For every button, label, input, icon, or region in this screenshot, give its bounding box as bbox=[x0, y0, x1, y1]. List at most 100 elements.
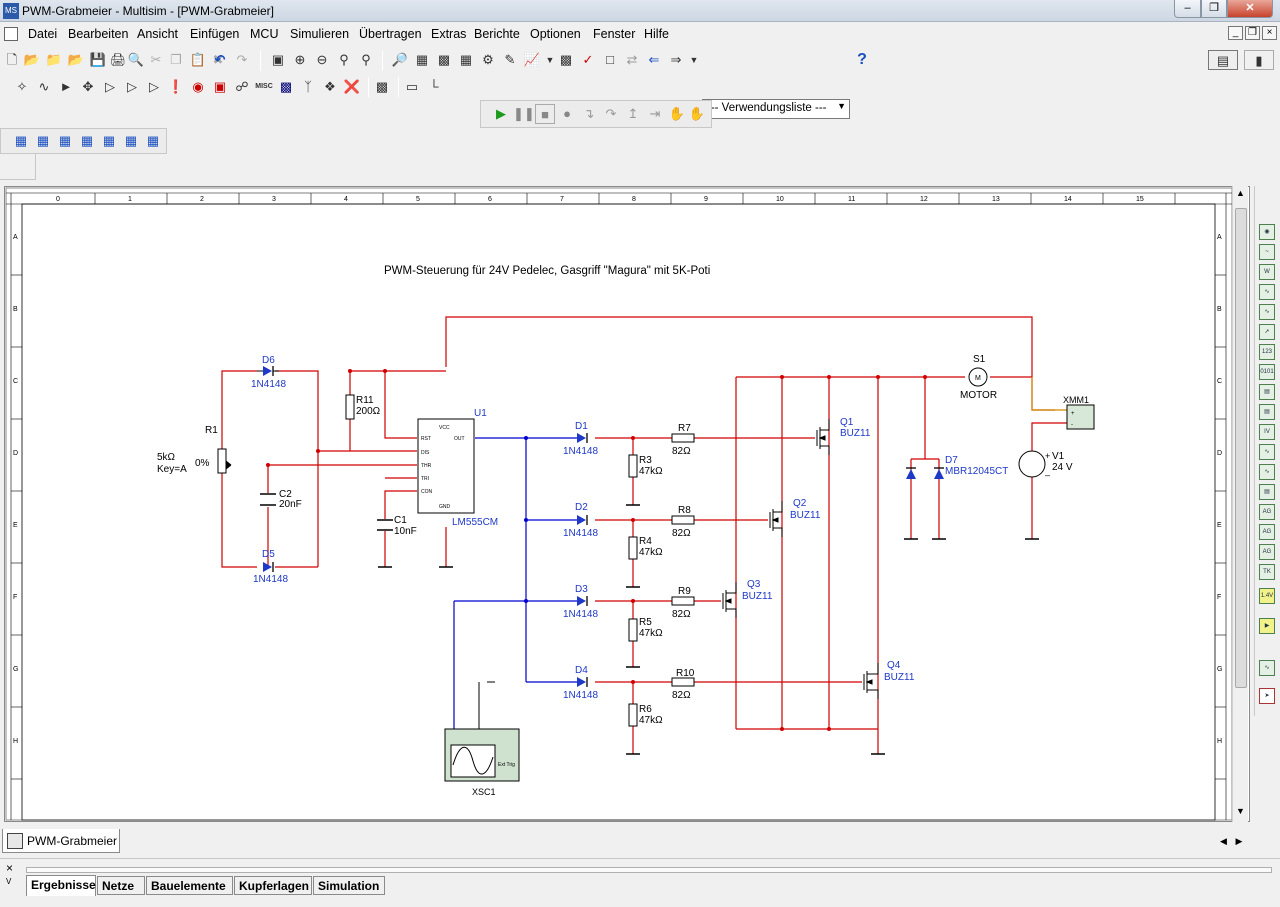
usage-list-select[interactable]: --- Verwendungsliste --- ▼ bbox=[702, 99, 850, 119]
run-to-cursor-icon[interactable]: ⇥ bbox=[649, 106, 661, 121]
tab-netze[interactable]: Netze bbox=[97, 876, 145, 895]
spectrum-analyzer-icon[interactable]: ∿ bbox=[1259, 464, 1275, 480]
graphic-icon-1[interactable]: ▦ bbox=[14, 133, 28, 148]
menu-uebertragen[interactable]: Übertragen bbox=[359, 27, 422, 41]
graphic-icon-7[interactable]: ▦ bbox=[146, 133, 160, 148]
spreadsheet-icon[interactable]: ▩ bbox=[437, 52, 451, 67]
close-panel-icon[interactable]: × bbox=[6, 861, 14, 875]
menu-mcu[interactable]: MCU bbox=[250, 27, 279, 41]
scroll-down-icon[interactable]: ▼ bbox=[1236, 806, 1245, 816]
help-icon[interactable]: ? bbox=[857, 51, 867, 68]
mdi-minimize-button[interactable]: _ bbox=[1228, 26, 1243, 40]
print-icon[interactable]: 🖨 bbox=[109, 52, 127, 67]
stop-icon[interactable]: ■ bbox=[535, 104, 555, 124]
measurement-probe-icon[interactable]: 1.4V bbox=[1259, 588, 1275, 604]
multimeter-icon[interactable]: ◉ bbox=[1259, 224, 1275, 240]
zoom-in-icon[interactable]: ⊕ bbox=[294, 52, 306, 67]
menu-extras[interactable]: Extras bbox=[431, 27, 467, 41]
minimize-button[interactable]: – bbox=[1174, 0, 1201, 18]
misc-icon[interactable]: ☍ bbox=[235, 79, 249, 94]
ttl-icon[interactable]: ▷ bbox=[127, 79, 137, 94]
logic-converter-icon[interactable]: ▤ bbox=[1259, 404, 1275, 420]
close-button[interactable]: ✕ bbox=[1227, 0, 1273, 18]
mixed-icon[interactable]: ❗ bbox=[167, 79, 185, 94]
electromechanical-icon[interactable]: ❖ bbox=[324, 79, 336, 94]
oscilloscope-icon[interactable]: ∿ bbox=[1259, 284, 1275, 300]
mdi-close-button[interactable]: × bbox=[1262, 26, 1277, 40]
scroll-left-icon[interactable]: ◀ bbox=[1220, 836, 1227, 846]
pause-icon[interactable]: ❚❚ bbox=[513, 106, 535, 121]
database-icon[interactable]: ⚙ bbox=[482, 52, 494, 67]
source-icon[interactable]: ✧ bbox=[16, 79, 28, 94]
zoom-out-icon[interactable]: ⊖ bbox=[316, 52, 328, 67]
menu-bearbeiten[interactable]: Bearbeiten bbox=[68, 27, 129, 41]
dropdown-arrow-icon[interactable]: ▼ bbox=[689, 55, 699, 65]
mdi-restore-button[interactable]: ❐ bbox=[1245, 26, 1260, 40]
menu-optionen[interactable]: Optionen bbox=[530, 27, 581, 41]
frequency-counter-icon[interactable]: 123 bbox=[1259, 344, 1275, 360]
graphic-icon-3[interactable]: ▦ bbox=[58, 133, 72, 148]
ni-tool-icon[interactable]: ▮ bbox=[1244, 50, 1274, 70]
mcu-icon[interactable]: ❌ bbox=[343, 79, 361, 94]
zoom-area-icon[interactable]: ⚲ bbox=[339, 52, 349, 67]
misc-text-icon[interactable]: MISC bbox=[255, 83, 273, 90]
menu-einfuegen[interactable]: Einfügen bbox=[190, 27, 240, 41]
forward-annotate-icon[interactable]: ⇒ bbox=[670, 52, 682, 67]
multisim-app-icon[interactable]: MS bbox=[3, 3, 19, 19]
rf-icon[interactable]: ᛉ bbox=[304, 79, 312, 94]
menu-berichte[interactable]: Berichte bbox=[474, 27, 520, 41]
word-generator-icon[interactable]: 0101 bbox=[1259, 364, 1275, 380]
transistor-icon[interactable]: ✥ bbox=[82, 79, 94, 94]
wire-icon[interactable]: └ bbox=[429, 79, 439, 94]
menu-simulieren[interactable]: Simulieren bbox=[290, 27, 350, 41]
bus-icon[interactable]: ▭ bbox=[405, 79, 419, 94]
indicator-icon[interactable]: ◉ bbox=[192, 79, 204, 94]
grid-icon[interactable]: ▦ bbox=[459, 52, 473, 67]
graphic-icon-6[interactable]: ▦ bbox=[124, 133, 138, 148]
power-icon[interactable]: ▣ bbox=[213, 79, 227, 94]
step-into-icon[interactable]: ↴ bbox=[583, 106, 595, 121]
labview-instrument-icon[interactable]: ▶ bbox=[1259, 618, 1275, 634]
new-design-icon[interactable]: 📂 bbox=[23, 52, 41, 67]
print-preview-icon[interactable]: 🔍 bbox=[127, 52, 145, 67]
document-icon[interactable] bbox=[4, 27, 18, 41]
scroll-right-icon[interactable]: ▶ bbox=[1235, 836, 1243, 846]
analog-icon[interactable]: ▷ bbox=[105, 79, 115, 94]
advanced-peripherals-icon[interactable]: ▩ bbox=[279, 79, 293, 94]
tab-bauelemente[interactable]: Bauelemente bbox=[146, 876, 233, 895]
ni-elvis-icon[interactable]: ∿ bbox=[1259, 660, 1275, 676]
cut-icon[interactable]: ✂ bbox=[150, 52, 162, 67]
panel-splitter[interactable] bbox=[26, 867, 1272, 873]
graphic-icon-2[interactable]: ▦ bbox=[36, 133, 50, 148]
postprocessor-icon[interactable]: ▩ bbox=[559, 52, 573, 67]
step-over-icon[interactable]: ↷ bbox=[605, 106, 617, 121]
delete-icon[interactable]: ✖ bbox=[212, 52, 224, 67]
grapher-icon[interactable]: 📈 bbox=[523, 52, 541, 67]
ni-dashboard-icon[interactable]: ▤ bbox=[1208, 50, 1238, 70]
new-file-icon[interactable]: 🗋 bbox=[6, 52, 18, 67]
iv-analyzer-icon[interactable]: IV bbox=[1259, 424, 1275, 440]
redo-icon[interactable]: ↷ bbox=[236, 52, 248, 67]
network-analyzer-icon[interactable]: ▤ bbox=[1259, 484, 1275, 500]
tektronix-oscilloscope-icon[interactable]: TK bbox=[1259, 564, 1275, 580]
agilent-multimeter-icon[interactable]: AG bbox=[1259, 524, 1275, 540]
dropdown-arrow-icon[interactable]: ▼ bbox=[545, 55, 555, 65]
menu-fenster[interactable]: Fenster bbox=[593, 27, 636, 41]
cmos-icon[interactable]: ▷ bbox=[149, 79, 159, 94]
design-tab[interactable]: PWM-Grabmeier bbox=[2, 829, 120, 853]
diode-icon[interactable]: ► bbox=[59, 79, 73, 94]
function-generator-icon[interactable]: ~ bbox=[1259, 244, 1275, 260]
undo-icon[interactable]: ↶ bbox=[214, 52, 226, 67]
paste-icon[interactable]: 📋 bbox=[189, 52, 207, 67]
tab-scroll-arrows[interactable]: ◀ ▶ bbox=[1220, 836, 1242, 847]
find-icon[interactable]: 🔎 bbox=[391, 52, 409, 67]
graphic-icon-4[interactable]: ▦ bbox=[80, 133, 94, 148]
menu-ansicht[interactable]: Ansicht bbox=[137, 27, 178, 41]
scrollbar-thumb[interactable] bbox=[1235, 208, 1247, 688]
step-out-icon[interactable]: ↥ bbox=[627, 106, 639, 121]
run-icon[interactable]: ▶ bbox=[496, 106, 506, 121]
logic-analyzer-icon[interactable]: ▤ bbox=[1259, 384, 1275, 400]
design-toolbox-icon[interactable]: ▦ bbox=[415, 52, 429, 67]
